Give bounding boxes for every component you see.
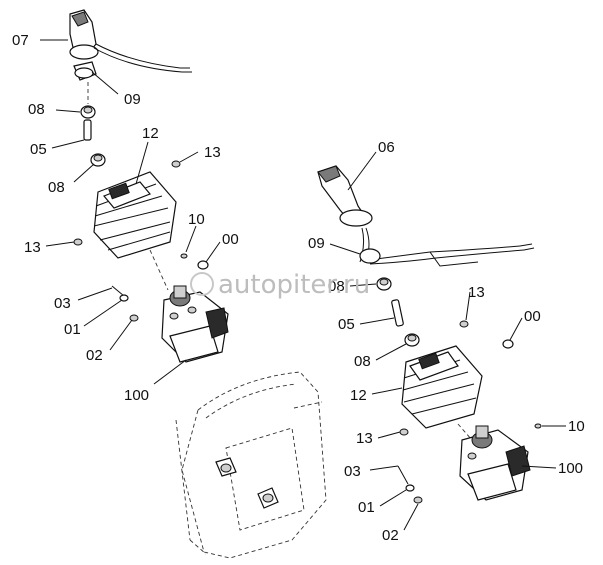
bolt-03-right-icon (397, 465, 423, 504)
left-callout-labels: 07 09 08 05 08 12 13 13 10 00 03 01 02 1… (12, 32, 239, 404)
callout-12-left: 12 (142, 125, 159, 142)
callout-08-right-top: 08 (328, 278, 345, 295)
callout-05-left: 05 (30, 141, 47, 158)
watermark: autopiter.ru (190, 270, 370, 300)
callout-00-right: 00 (524, 308, 541, 325)
rod-05-icon (83, 119, 92, 141)
callout-10-right: 10 (568, 418, 585, 435)
callout-13-right-top: 13 (468, 284, 485, 301)
callout-09-right: 09 (308, 235, 325, 252)
callout-08-left-top: 08 (28, 101, 45, 118)
screw-13-right-icon (399, 320, 469, 436)
right-callout-labels: 06 09 08 13 05 00 08 12 13 10 100 03 01 … (308, 139, 585, 544)
nut-08-lower-icon (90, 153, 106, 167)
nut-00-right-icon (502, 339, 514, 349)
joystick-handle-right-icon (317, 165, 535, 267)
watermark-text: autopiter.ru (218, 270, 370, 300)
nut-09-right-icon (359, 248, 381, 264)
pilot-valve-right-icon (459, 425, 531, 501)
rubber-boot-right-icon (401, 345, 483, 429)
pin-10-icon (180, 253, 188, 259)
callout-03-left: 03 (54, 295, 71, 312)
callout-08-left-bottom: 08 (48, 179, 65, 196)
callout-10-left: 10 (188, 211, 205, 228)
callout-09-left: 09 (124, 91, 141, 108)
callout-08-right-bottom: 08 (354, 353, 371, 370)
nut-00-icon (197, 260, 209, 270)
callout-00-left: 00 (222, 231, 239, 248)
right-leader-lines (329, 151, 566, 531)
callout-01-right: 01 (358, 499, 375, 516)
callout-07-left: 07 (12, 32, 29, 49)
nut-08-icon (80, 105, 96, 119)
screw-13-icon (73, 160, 181, 246)
nut-09-icon (73, 61, 97, 81)
callout-13-left-bottom: 13 (24, 239, 41, 256)
callout-100-left: 100 (124, 387, 149, 404)
rod-05-right-icon (391, 299, 404, 327)
callout-06-right: 06 (378, 139, 395, 156)
joystick-handle-icon (69, 9, 192, 73)
nut-08-right-lower-icon (404, 333, 420, 347)
callout-02-left: 02 (86, 347, 103, 364)
callout-01-left: 01 (64, 321, 81, 338)
callout-05-right: 05 (338, 316, 355, 333)
left-leader-lines (40, 39, 221, 385)
pin-10-right-icon (534, 423, 542, 429)
nut-08-right-icon (376, 277, 392, 291)
callout-02-right: 02 (382, 527, 399, 544)
callout-12-right: 12 (350, 387, 367, 404)
rubber-boot-icon (93, 171, 177, 259)
callout-13-left-top: 13 (204, 144, 221, 161)
bolt-03-icon (111, 285, 139, 322)
pilot-valve-icon (161, 285, 229, 363)
callout-03-right: 03 (344, 463, 361, 480)
left-joystick-assembly (69, 9, 229, 363)
callout-100-right: 100 (558, 460, 583, 477)
right-joystick-assembly (317, 165, 542, 504)
cab-outline-icon (175, 371, 327, 559)
callout-13-right-bottom: 13 (356, 430, 373, 447)
